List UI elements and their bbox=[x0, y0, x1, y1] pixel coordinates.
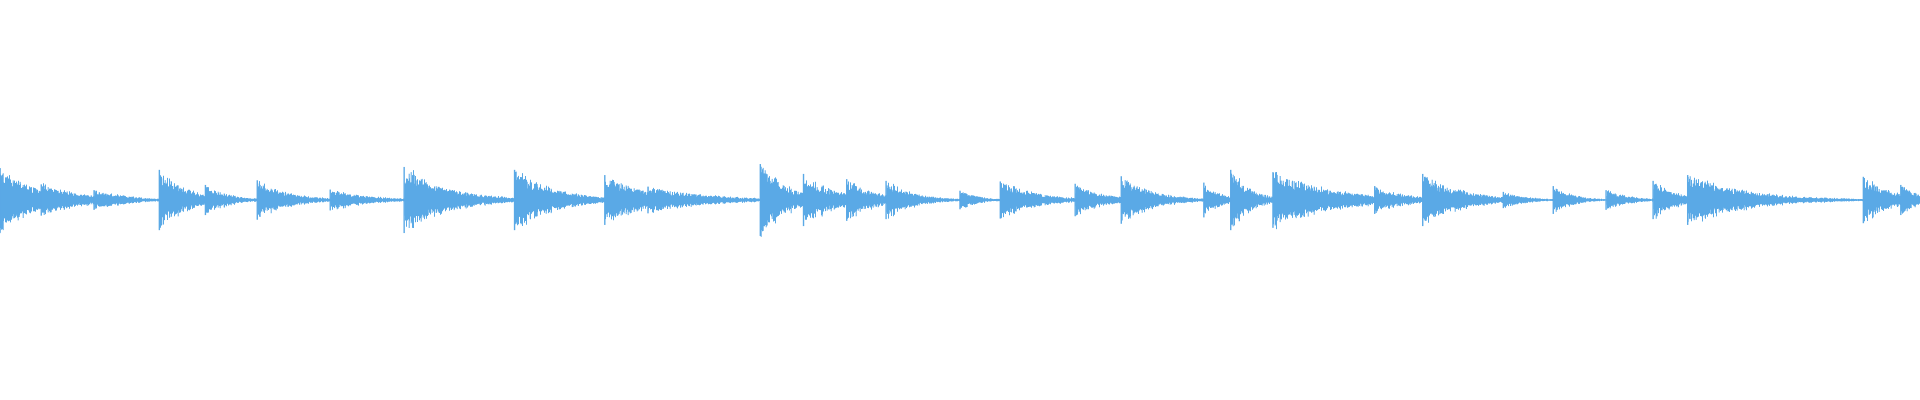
waveform-group bbox=[0, 164, 1920, 237]
